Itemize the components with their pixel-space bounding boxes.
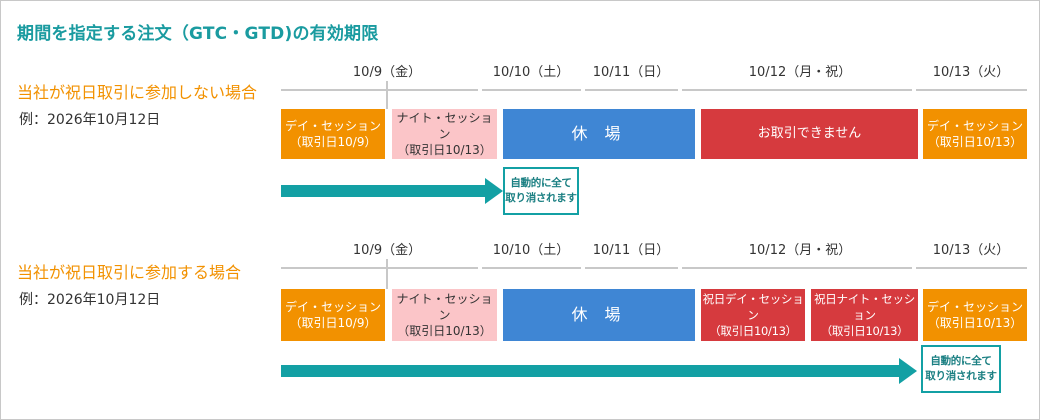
section1-heading: 当社が祝日取引に参加しない場合 (17, 83, 258, 102)
section2-timeline-segment (482, 267, 581, 269)
section1-day-divider (386, 81, 388, 109)
section1-validity-arrow (281, 185, 487, 197)
section2-date-4: 10/12（月・祝） (748, 243, 852, 258)
section1-timeline-segment (585, 89, 678, 91)
section2-timeline-segment (281, 267, 478, 269)
section1-date-5: 10/13（火） (932, 65, 1010, 80)
section1-date-3: 10/11（日） (592, 65, 670, 80)
section2-block-day-session-1013: デイ・セッション （取引日10/13） (923, 289, 1027, 341)
section2-timeline-segment (682, 267, 912, 269)
section2-block-holiday-day-session: 祝日デイ・セッション （取引日10/13） (701, 289, 805, 341)
section1-arrow-head (485, 178, 503, 204)
section2-block-holiday-night-session: 祝日ナイト・セッション （取引日10/13） (811, 289, 918, 341)
section2-date-3: 10/11（日） (592, 243, 670, 258)
section1-auto-cancel-note: 自動的に全て 取り消されます (503, 167, 579, 215)
section1-block-night-session: ナイト・セッション （取引日10/13） (392, 109, 497, 159)
section2-block-day-session-0909: デイ・セッション （取引日10/9） (281, 289, 385, 341)
section2-example: 例：2026年10月12日 (19, 292, 161, 308)
section1-timeline-segment (281, 89, 478, 91)
section1-block-no-trading: お取引できません (701, 109, 918, 159)
section1-timeline-segment (482, 89, 581, 91)
section1-block-day-session-1013: デイ・セッション （取引日10/13） (923, 109, 1027, 159)
section2-date-1: 10/9（金） (352, 243, 422, 258)
section1-date-2: 10/10（土） (492, 65, 570, 80)
section1-date-1: 10/9（金） (352, 65, 422, 80)
section2-validity-arrow (281, 365, 901, 377)
section2-timeline-segment (585, 267, 678, 269)
section2-arrow-head (899, 358, 917, 384)
section2-auto-cancel-note: 自動的に全て 取り消されます (921, 345, 1001, 393)
section2-day-divider (386, 259, 388, 289)
section2-heading: 当社が祝日取引に参加する場合 (17, 263, 242, 282)
section1-timeline-segment (682, 89, 912, 91)
section2-timeline-segment (916, 267, 1027, 269)
section1-block-market-closed: 休 場 (503, 109, 695, 159)
section2-date-5: 10/13（火） (932, 243, 1010, 258)
section1-example: 例：2026年10月12日 (19, 112, 161, 128)
section1-date-4: 10/12（月・祝） (748, 65, 852, 80)
section2-block-night-session: ナイト・セッション （取引日10/13） (392, 289, 497, 341)
section1-timeline-segment (916, 89, 1027, 91)
section1-block-day-session-0909: デイ・セッション （取引日10/9） (281, 109, 385, 159)
section2-date-2: 10/10（土） (492, 243, 570, 258)
section2-block-market-closed: 休 場 (503, 289, 695, 341)
diagram-title: 期間を指定する注文（GTC・GTD)の有効期限 (17, 24, 379, 44)
